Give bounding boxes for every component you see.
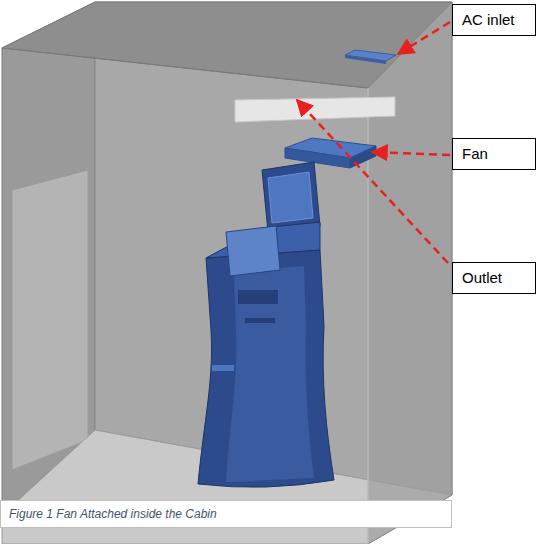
leader-arrow — [398, 22, 450, 54]
callout-label: Outlet — [462, 269, 526, 287]
callout-box: AC inlet — [452, 4, 536, 36]
kiosk-front — [226, 266, 314, 482]
callout-box: Fan — [452, 138, 536, 170]
figure-caption: Figure 1 Fan Attached inside the Cabin — [0, 500, 452, 528]
fan — [350, 146, 376, 168]
callout-box: Outlet — [452, 262, 536, 294]
callout-label: AC inlet — [462, 11, 526, 29]
door — [12, 170, 88, 470]
cabin-edge — [2, 48, 368, 88]
kiosk-body — [198, 250, 334, 487]
leader-arrow — [297, 100, 448, 263]
callout-label: Fan — [462, 145, 526, 163]
kiosk-slot — [212, 365, 234, 371]
kiosk-touchscreen — [226, 226, 280, 276]
right-wall — [368, 2, 452, 544]
kiosk-keypad — [238, 290, 278, 304]
kiosk-top-screen — [262, 162, 320, 232]
leader-arrow — [372, 152, 450, 155]
kiosk-screen — [268, 172, 313, 223]
left-wall — [2, 2, 95, 515]
kiosk-slot — [245, 318, 275, 323]
ac-inlet — [345, 55, 386, 64]
